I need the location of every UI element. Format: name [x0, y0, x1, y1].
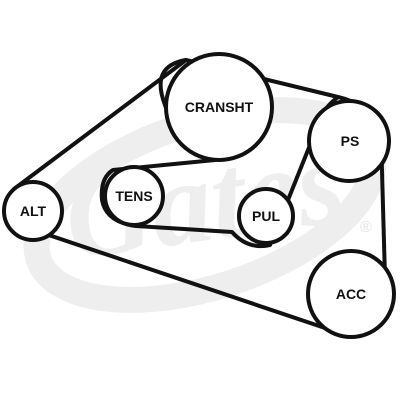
- pulley-pul: PUL: [237, 187, 295, 245]
- pulley-ps-circle: [307, 99, 391, 183]
- pulley-cransht: CRANSHT: [164, 52, 274, 162]
- watermark-registered-mark: ®: [360, 219, 372, 236]
- pulley-pul-label: PUL: [252, 208, 280, 224]
- pulley-acc-circle: [306, 249, 396, 339]
- pulley-alt-label: ALT: [20, 203, 47, 219]
- pulley-pul-circle: [237, 187, 295, 245]
- pulley-cransht-circle: [164, 52, 274, 162]
- pulley-acc: ACC: [306, 249, 396, 339]
- pulley-alt-circle: [2, 180, 64, 242]
- pulley-tens: TENS: [103, 165, 165, 227]
- pulley-cransht-label: CRANSHT: [185, 99, 254, 115]
- pulley-ps-label: PS: [341, 133, 360, 149]
- pulley-alt: ALT: [2, 180, 64, 242]
- pulley-ps: PS: [307, 99, 391, 183]
- pulley-tens-label: TENS: [115, 188, 152, 204]
- pulley-tens-circle: [103, 165, 165, 227]
- pulley-acc-label: ACC: [336, 286, 366, 302]
